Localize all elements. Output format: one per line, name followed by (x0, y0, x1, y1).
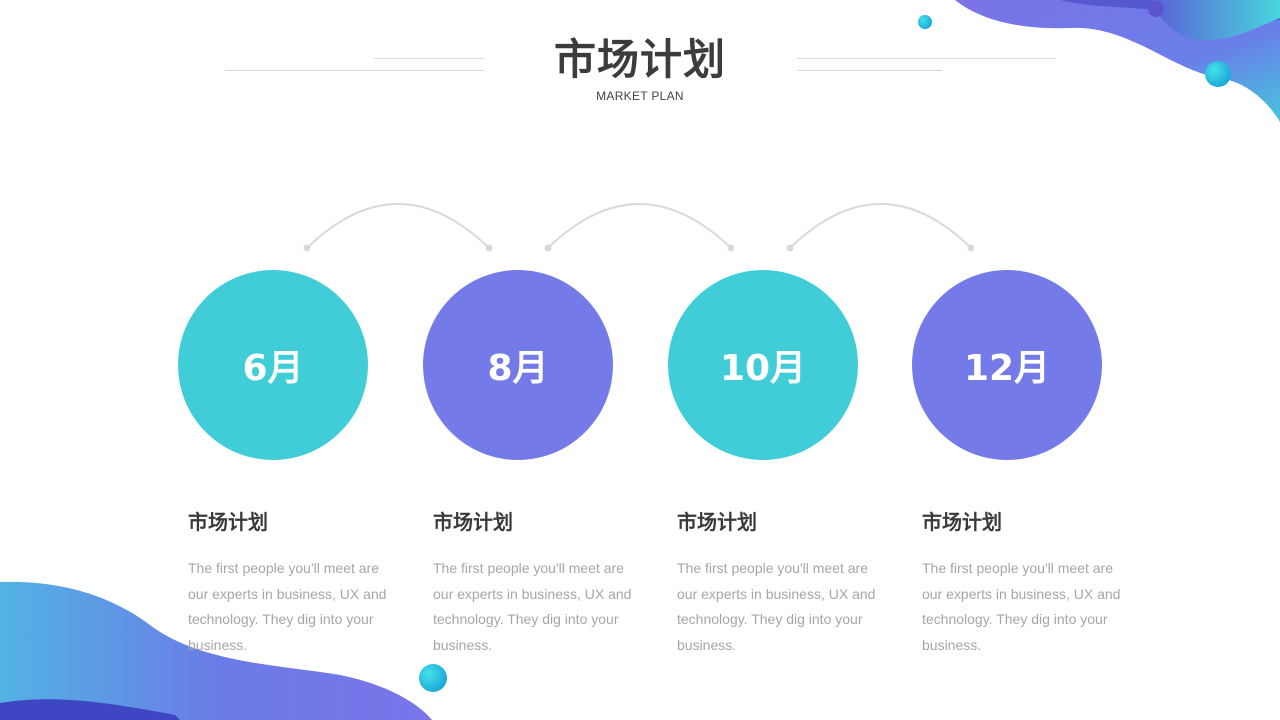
timeline-circle-4: 12月 (912, 270, 1102, 460)
column-title: 市场计划 (922, 510, 1002, 534)
column-text: The first people you'll meet are our exp… (433, 560, 632, 653)
timeline-circle-3: 10月 (668, 270, 858, 460)
decorative-wave-top-right (918, 0, 1280, 122)
header-rule-right-short (797, 70, 942, 71)
connector-arc (306, 203, 490, 249)
connector-dot (967, 244, 975, 252)
timeline-label: 12月 (963, 348, 1051, 389)
column-title: 市场计划 (677, 510, 757, 534)
page-subtitle: MARKET PLAN (596, 89, 684, 103)
connector-dot (303, 244, 311, 252)
connector-arc (789, 203, 972, 249)
column-title: 市场计划 (188, 510, 268, 534)
header: 市场计划 MARKET PLAN (0, 34, 1280, 103)
connector-dot (544, 244, 552, 252)
connector-dot (727, 244, 735, 252)
column-text: The first people you'll meet are our exp… (188, 560, 387, 653)
header-rule-left-long (225, 70, 484, 71)
header-rule-right-long (797, 58, 1056, 59)
column-title: 市场计划 (433, 510, 513, 534)
timeline-label: 8月 (487, 348, 549, 389)
timeline-label: 10月 (719, 348, 807, 389)
timeline-circle-2: 8月 (423, 270, 613, 460)
timeline-column-2: 市场计划 The first people you'll meet are ou… (433, 508, 633, 658)
column-text: The first people you'll meet are our exp… (922, 560, 1121, 653)
timeline-label: 6月 (242, 348, 304, 389)
connector-dot (786, 244, 794, 252)
timeline-circle-1: 6月 (178, 270, 368, 460)
page-title: 市场计划 (553, 35, 726, 84)
decorative-wave-bottom-left (0, 581, 447, 720)
column-text: The first people you'll meet are our exp… (677, 560, 876, 653)
connector-dot (485, 244, 493, 252)
connector-arc (547, 203, 732, 249)
timeline-column-4: 市场计划 The first people you'll meet are ou… (922, 508, 1122, 658)
timeline-column-1: 市场计划 The first people you'll meet are ou… (188, 508, 388, 658)
timeline-column-3: 市场计划 The first people you'll meet are ou… (677, 508, 877, 658)
header-rule-left-short (374, 58, 484, 59)
